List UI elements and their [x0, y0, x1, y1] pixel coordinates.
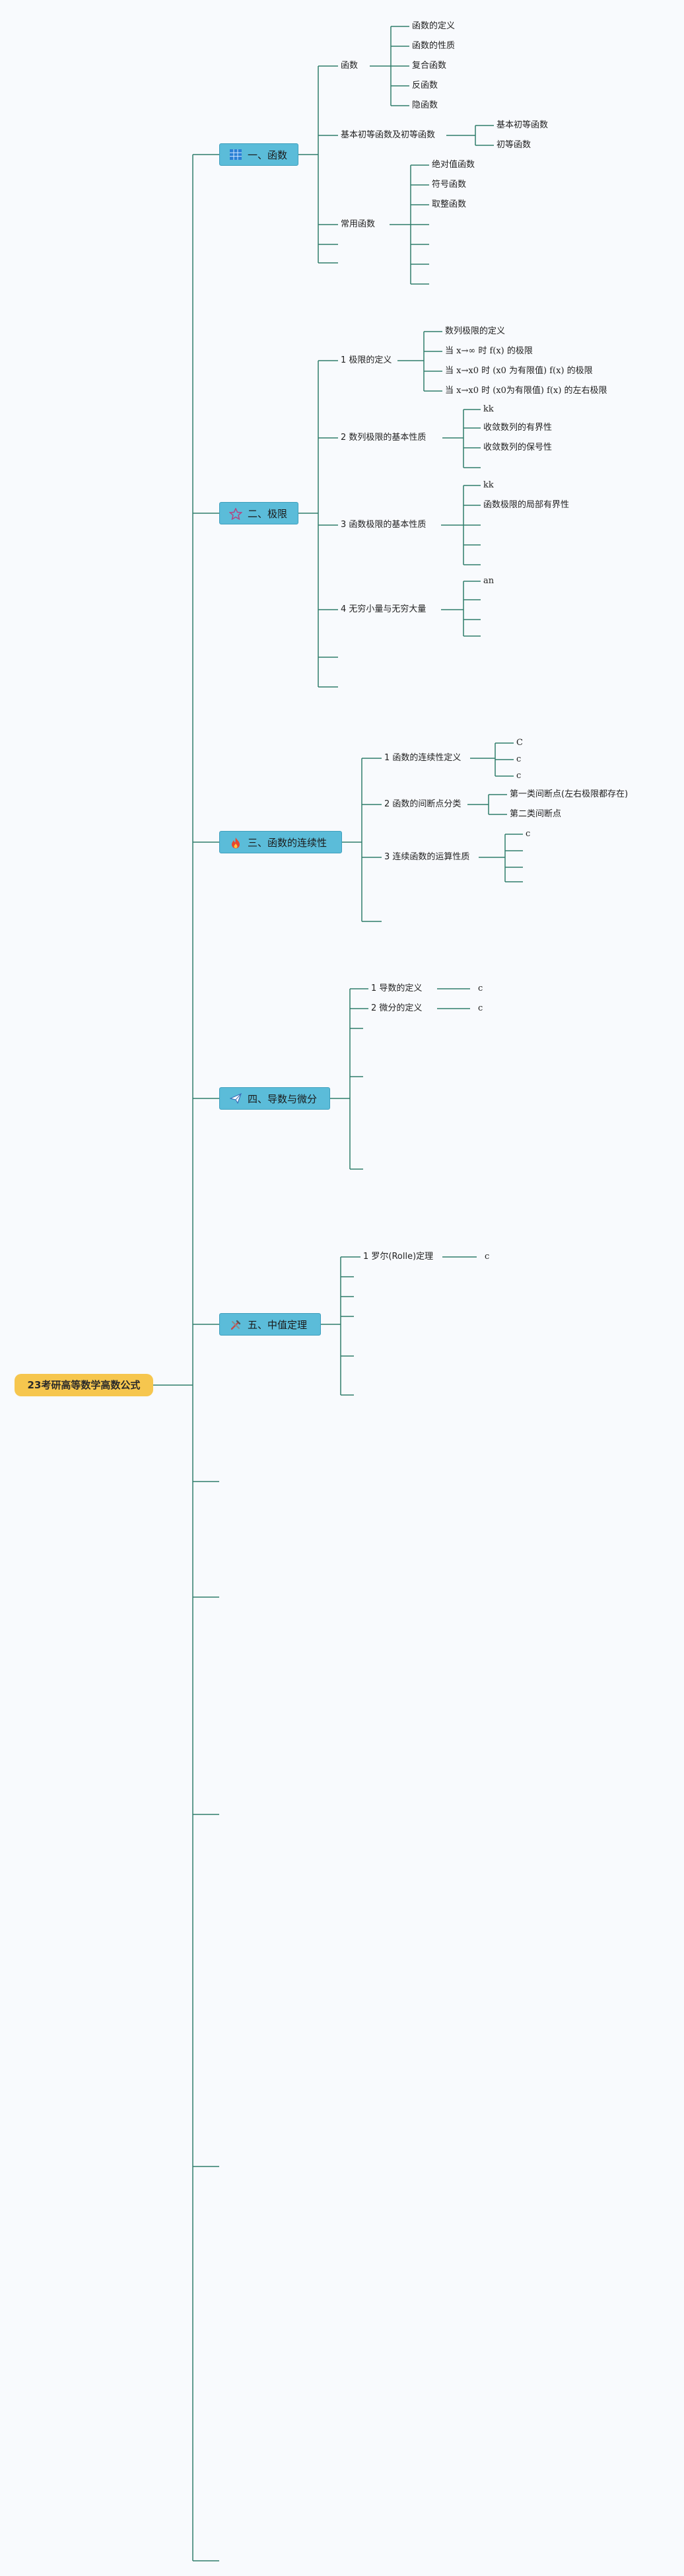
empty-branch-stubs: [193, 1481, 219, 2561]
node-inverse-function[interactable]: 反函数: [412, 81, 438, 90]
node-sequence-limit-def[interactable]: 数列极限的定义: [445, 326, 506, 336]
branch-label: 五、中值定理: [248, 1319, 308, 1331]
grid-icon: [229, 149, 242, 161]
node-function-properties[interactable]: 函数的性质: [412, 41, 456, 51]
branch-functions[interactable]: 一、函数: [219, 143, 298, 166]
node-elementary[interactable]: 初等函数: [496, 140, 531, 150]
node-limit-x-x0[interactable]: 当 x→x0 时 (x0 为有限值) f(x) 的极限: [445, 366, 593, 376]
branch-continuity[interactable]: 三、函数的连续性: [219, 831, 342, 853]
root-node[interactable]: 23考研高等数学高数公式: [15, 1374, 153, 1396]
node-one-sided-limit[interactable]: 当 x→x0 时 (x0为有限值) f(x) 的左右极限: [445, 386, 607, 396]
node-continuous-ops[interactable]: 3 连续函数的运算性质: [384, 852, 470, 862]
node-sequence-limit-props[interactable]: 2 数列极限的基本性质: [341, 433, 427, 443]
node-rolle-theorem[interactable]: 1 罗尔(Rolle)定理: [363, 1252, 434, 1262]
node-sign-function[interactable]: 符号函数: [432, 180, 467, 190]
node-c-5[interactable]: c: [478, 984, 483, 993]
node-function-limit-props[interactable]: 3 函数极限的基本性质: [341, 520, 427, 530]
branch-label: 四、导数与微分: [248, 1093, 318, 1105]
node-discontinuity-types[interactable]: 2 函数的间断点分类: [384, 799, 462, 809]
node-an[interactable]: an: [483, 576, 495, 586]
star-icon: [228, 507, 243, 520]
node-infinitesimal[interactable]: 4 无穷小量与无穷大量: [341, 604, 427, 614]
branch-limits[interactable]: 二、极限: [219, 502, 298, 524]
node-function[interactable]: 函数: [341, 61, 359, 71]
branch-label: 二、极限: [248, 508, 288, 520]
branch-derivatives[interactable]: 四、导数与微分: [219, 1087, 330, 1110]
node-c-6[interactable]: c: [478, 1003, 483, 1013]
branch-mean-value[interactable]: 五、中值定理: [219, 1313, 321, 1336]
node-first-kind[interactable]: 第一类间断点(左右极限都存在): [510, 789, 629, 799]
node-kk-1[interactable]: kk: [483, 404, 494, 414]
node-implicit-function[interactable]: 隐函数: [412, 100, 438, 110]
node-second-kind[interactable]: 第二类间断点: [510, 809, 562, 819]
tools-icon: [229, 1319, 242, 1331]
node-differential-def[interactable]: 2 微分的定义: [371, 1003, 423, 1013]
node-common-functions[interactable]: 常用函数: [341, 219, 376, 229]
node-function-definition[interactable]: 函数的定义: [412, 21, 456, 31]
plane-icon: [229, 1092, 242, 1105]
node-absolute-value[interactable]: 绝对值函数: [432, 160, 475, 170]
node-c-3[interactable]: c: [516, 771, 522, 781]
branch-label: 一、函数: [248, 149, 288, 161]
node-basic-elementary[interactable]: 基本初等函数: [496, 120, 549, 130]
node-sign-preserving[interactable]: 收敛数列的保号性: [483, 443, 553, 452]
node-continuity-def[interactable]: 1 函数的连续性定义: [384, 753, 462, 763]
node-local-boundedness[interactable]: 函数极限的局部有界性: [483, 500, 570, 510]
node-limit-definition[interactable]: 1 极限的定义: [341, 355, 392, 365]
node-limit-x-infinity[interactable]: 当 x→∞ 时 f(x) 的极限: [445, 346, 533, 356]
node-elementary-functions[interactable]: 基本初等函数及初等函数: [341, 130, 436, 140]
node-composite-function[interactable]: 复合函数: [412, 61, 447, 71]
fire-icon: [229, 837, 242, 849]
node-c-7[interactable]: c: [485, 1252, 490, 1262]
node-derivative-def[interactable]: 1 导数的定义: [371, 984, 423, 993]
node-bounded-sequence[interactable]: 收敛数列的有界性: [483, 423, 553, 433]
node-c-1[interactable]: C: [516, 738, 523, 748]
node-floor-function[interactable]: 取整函数: [432, 199, 467, 209]
node-c-4[interactable]: c: [526, 829, 531, 839]
node-c-2[interactable]: c: [516, 754, 522, 764]
node-kk-2[interactable]: kk: [483, 480, 494, 490]
branch-label: 三、函数的连续性: [248, 837, 327, 849]
